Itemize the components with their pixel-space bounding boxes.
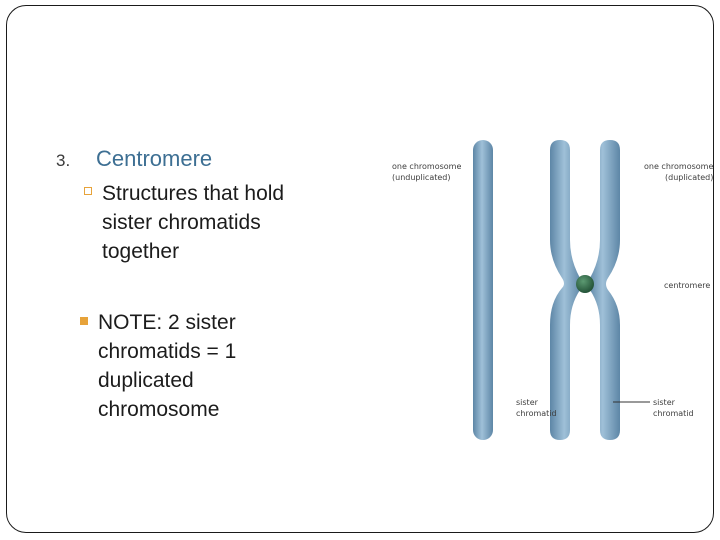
chromosome-figure: one chromosome(unduplicated) one chromos… (380, 130, 720, 450)
centromere-bead (576, 275, 594, 293)
note-bullet-item: NOTE: 2 sister chromatids = 1 duplicated… (80, 308, 290, 424)
note-text: NOTE: 2 sister chromatids = 1 duplicated… (98, 311, 237, 421)
sub-bullet-text: Structures that hold sister chromatids t… (102, 182, 285, 263)
sister-chromatid-right (588, 140, 620, 440)
sister-chromatid-left (550, 140, 582, 440)
label-one-chromosome-duplicated: one chromosome(duplicated) (644, 162, 714, 182)
filled-square-bullet-icon (80, 317, 88, 325)
sub-bullet-item: Structures that hold sister chromatids t… (84, 179, 334, 266)
hollow-square-bullet-icon (84, 187, 92, 195)
heading-number: 3. (56, 151, 71, 170)
label-centromere: centromere (664, 281, 711, 290)
chromosome-diagram (473, 140, 650, 440)
unduplicated-chromosome (473, 140, 493, 440)
heading-centromere: Centromere (96, 146, 213, 171)
heading-row: 3. Centromere (56, 146, 212, 172)
label-one-chromosome-unduplicated: one chromosome(unduplicated) (392, 162, 462, 182)
